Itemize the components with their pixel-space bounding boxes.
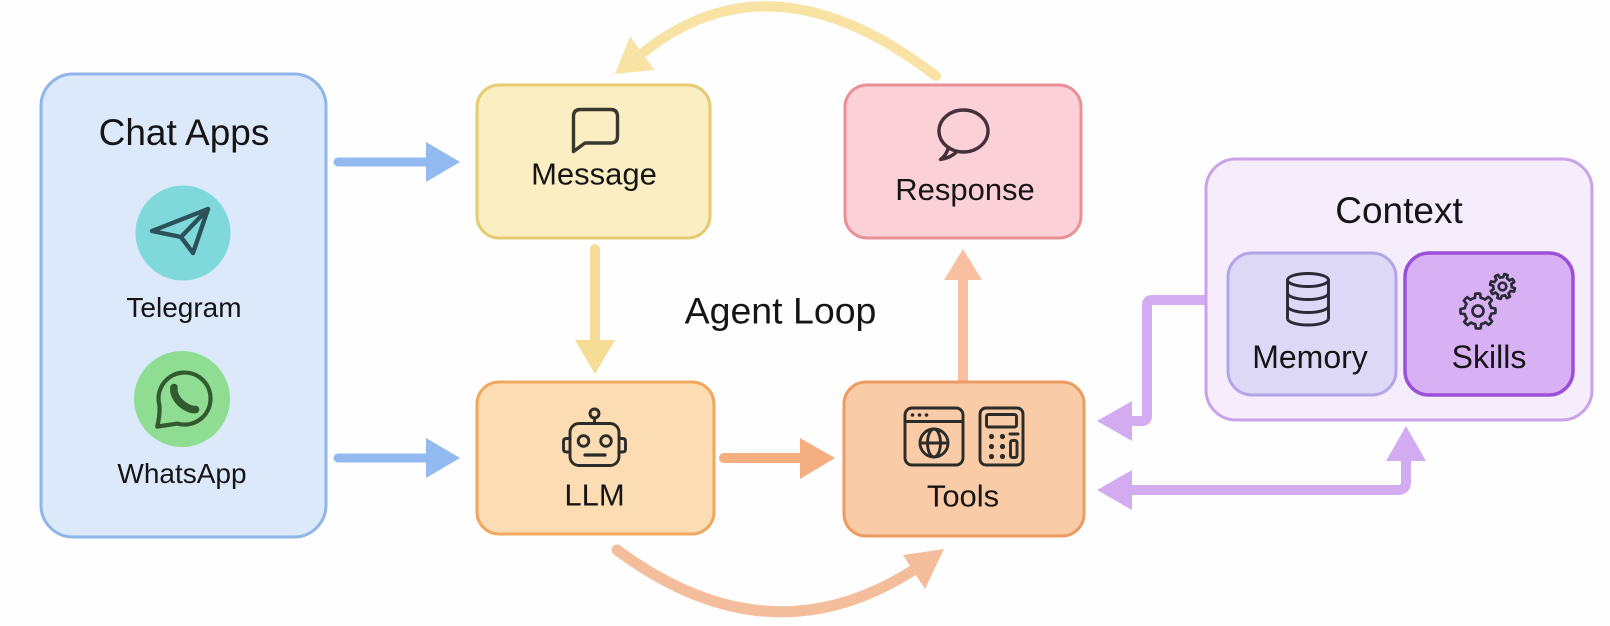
- svg-text:Agent Loop: Agent Loop: [685, 290, 877, 332]
- svg-text:Memory: Memory: [1252, 339, 1368, 375]
- svg-text:LLM: LLM: [564, 478, 624, 513]
- svg-text:Message: Message: [531, 157, 657, 192]
- svg-text:WhatsApp: WhatsApp: [117, 458, 246, 489]
- svg-text:Tools: Tools: [927, 479, 999, 514]
- svg-text:Chat Apps: Chat Apps: [99, 112, 270, 153]
- svg-text:Context: Context: [1335, 190, 1463, 231]
- svg-text:Response: Response: [895, 172, 1035, 207]
- svg-text:Telegram: Telegram: [126, 292, 241, 323]
- svg-text:Skills: Skills: [1452, 339, 1527, 375]
